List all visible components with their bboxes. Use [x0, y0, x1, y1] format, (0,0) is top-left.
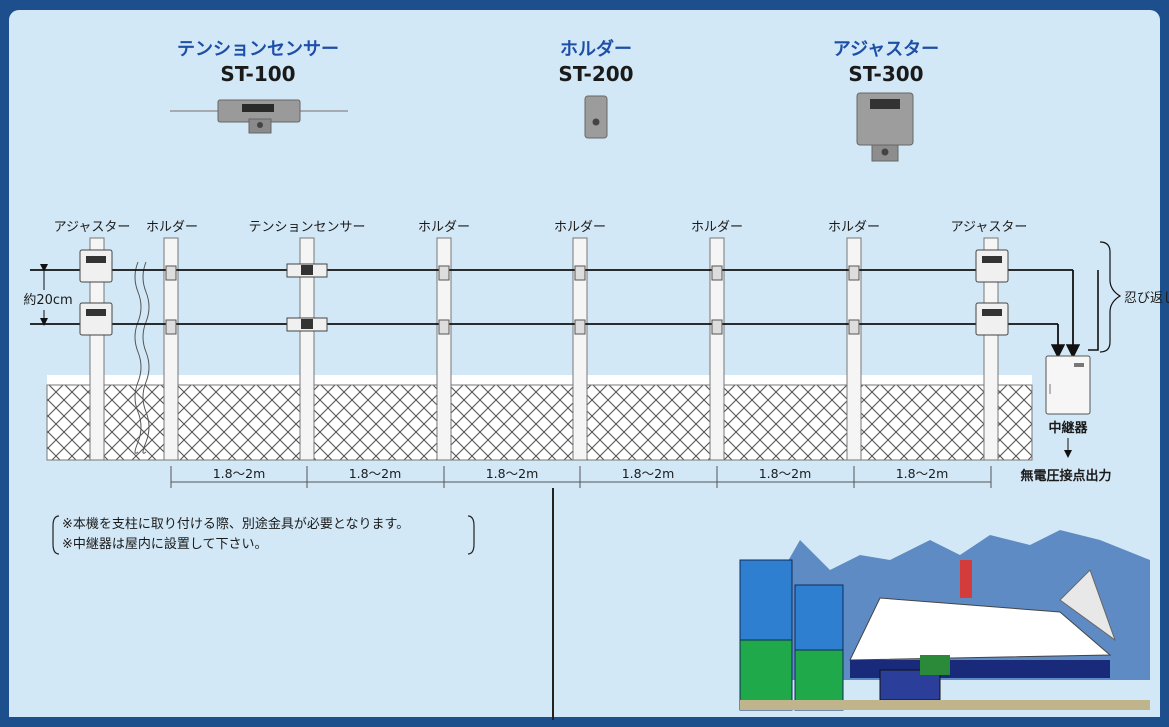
left-adjusters — [79, 249, 113, 336]
spacing-dimension: 約20cm — [23, 264, 73, 326]
note-2: ※中継器は屋内に設置して下さい。 — [62, 536, 268, 552]
adjuster-image — [856, 92, 914, 162]
tension-sensor-image — [170, 99, 348, 134]
post-label-adjuster-left: アジャスター — [54, 220, 131, 235]
distance-4: 1.8〜2m — [622, 466, 675, 481]
distance-1: 1.8〜2m — [213, 466, 266, 481]
product-name-st300: アジャスター — [833, 39, 939, 60]
post-label-holder-5: ホルダー — [828, 220, 880, 235]
post-label-tension-sensor: テンションセンサー — [248, 220, 365, 235]
output-label: 無電圧接点出力 — [1020, 468, 1111, 484]
product-name-st100: テンションセンサー — [177, 39, 339, 60]
product-model-st100: ST-100 — [220, 62, 295, 86]
mesh-fence — [46, 384, 1033, 461]
distance-3: 1.8〜2m — [486, 466, 539, 481]
distance-5: 1.8〜2m — [759, 466, 812, 481]
spacing-label: 約20cm — [23, 293, 72, 308]
overhang-bracket — [1099, 241, 1122, 353]
tension-sensors — [286, 263, 328, 332]
post-label-holder-4: ホルダー — [691, 220, 743, 235]
distance-2: 1.8〜2m — [349, 466, 402, 481]
fence-top-rail — [47, 375, 1032, 385]
relay-box — [1045, 355, 1091, 415]
fence-posts — [89, 237, 999, 461]
post-label-holder-3: ホルダー — [554, 220, 606, 235]
post-label-holder-2: ホルダー — [418, 220, 470, 235]
product-name-st200: ホルダー — [560, 38, 632, 60]
wires — [30, 269, 1099, 359]
note-1: ※本機を支柱に取り付ける際、別途金具が必要となります。 — [62, 516, 409, 532]
port-illustration — [739, 530, 1150, 711]
lower-left-panel — [9, 460, 551, 717]
post-labels: アジャスター ホルダー テンションセンサー ホルダー ホルダー ホルダー ホルダ… — [54, 220, 1028, 235]
holders — [165, 265, 860, 335]
post-label-holder-1: ホルダー — [146, 220, 198, 235]
distance-dimensions: 1.8〜2m 1.8〜2m 1.8〜2m 1.8〜2m 1.8〜2m 1.8〜2… — [170, 466, 992, 488]
right-adjusters — [975, 249, 1009, 336]
overhang-label: 忍び返し — [1124, 291, 1169, 306]
relay-label: 中継器 — [1048, 420, 1088, 436]
distance-6: 1.8〜2m — [896, 466, 949, 481]
post-label-adjuster-right: アジャスター — [951, 220, 1028, 235]
product-model-st200: ST-200 — [558, 62, 633, 86]
holder-image — [584, 95, 608, 139]
product-model-st300: ST-300 — [848, 62, 923, 86]
